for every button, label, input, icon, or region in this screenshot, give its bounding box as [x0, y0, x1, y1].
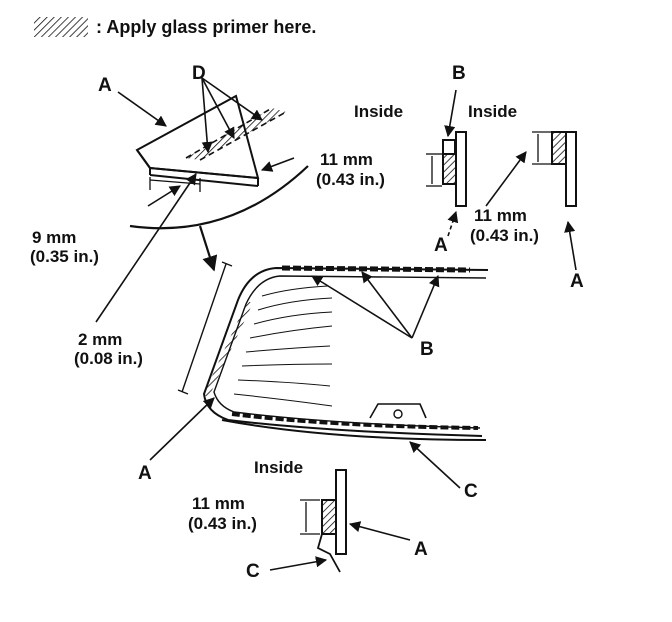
section-top-2: [485, 131, 577, 271]
section-bottom: [269, 469, 411, 573]
label-inside-section-3: Inside: [254, 458, 304, 477]
detail-callout-arc: [129, 165, 309, 230]
label-b-main: B: [420, 339, 434, 360]
label-c-main: C: [464, 481, 478, 502]
label-a-detail: A: [98, 75, 112, 96]
label-2mm: 2 mm: [78, 330, 123, 349]
windshield: [177, 261, 489, 441]
label-9mm: 9 mm: [32, 228, 77, 247]
label-043in-section-2: (0.43 in.): [470, 226, 539, 245]
section-top-1: [426, 89, 467, 237]
legend-text: : Apply glass primer here.: [96, 17, 317, 37]
label-035in: (0.35 in.): [30, 247, 99, 266]
label-a-section-3: A: [414, 539, 428, 560]
label-a-main: A: [138, 463, 152, 484]
label-043in-detail: (0.43 in.): [316, 170, 385, 189]
label-11mm-detail: 11 mm: [320, 150, 373, 169]
label-inside-section-1: Inside: [354, 102, 404, 121]
label-d: D: [192, 63, 206, 84]
label-c-section-3: C: [246, 561, 260, 582]
main-leaders: [149, 271, 461, 489]
label-a-section-1: A: [434, 235, 448, 256]
glass-edge-detail: [135, 94, 287, 192]
label-inside-section-2: Inside: [468, 102, 518, 121]
label-11mm-section-3: 11 mm: [192, 494, 245, 513]
label-11mm-section-2: 11 mm: [474, 206, 527, 225]
detail-leaders: [95, 77, 295, 323]
label-008in: (0.08 in.): [74, 349, 143, 368]
label-043in-section-3: (0.43 in.): [188, 514, 257, 533]
legend-hatch-swatch: [34, 17, 88, 37]
label-b-section-1: B: [452, 63, 466, 84]
label-a-section-2: A: [570, 271, 584, 292]
detail-callout-arrow: [198, 225, 218, 272]
